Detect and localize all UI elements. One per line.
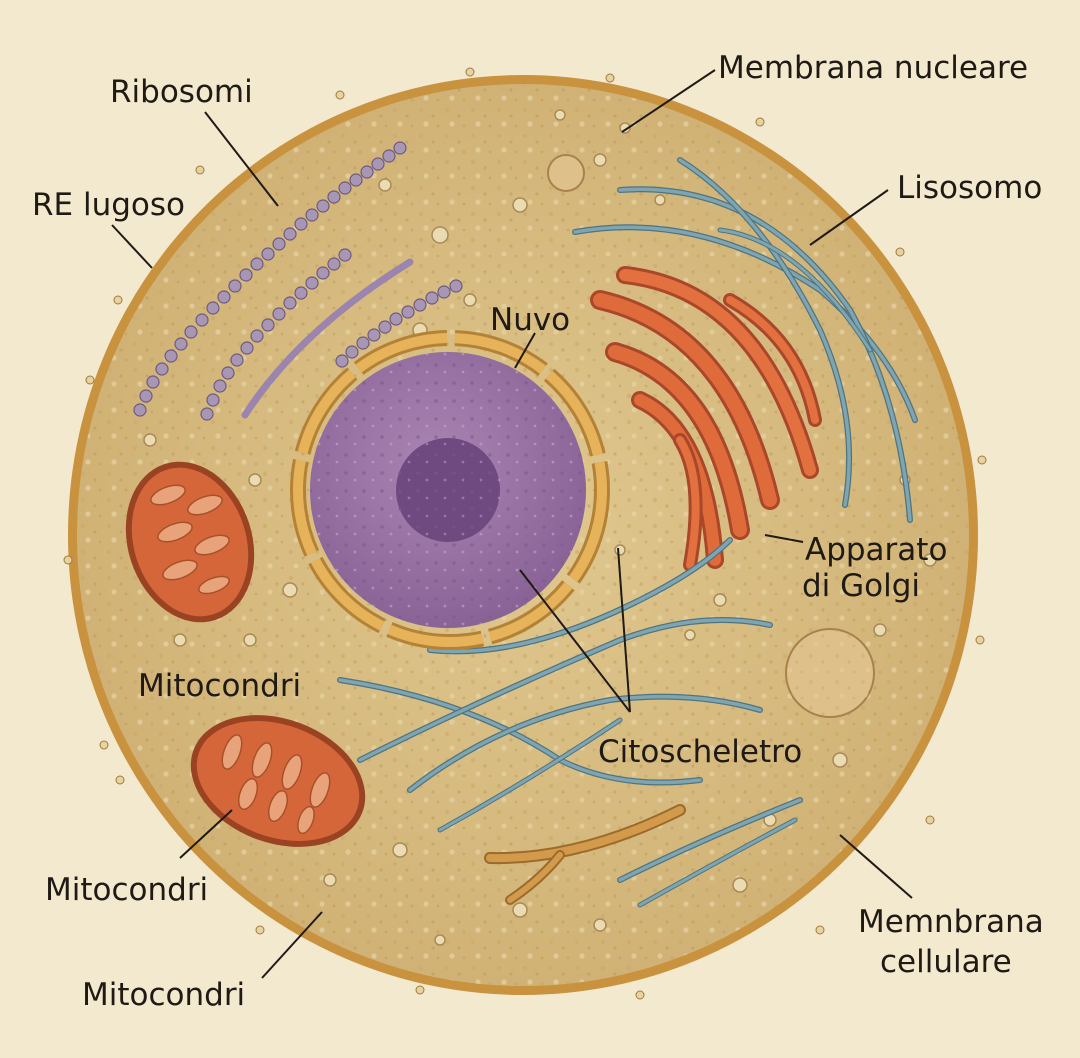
cytoskeleton-lower [337, 537, 803, 908]
label-re-lugoso: RE lugoso [32, 187, 185, 223]
label-citoscheletro: Citoscheletro [598, 734, 802, 770]
labels: Ribosomi RE lugoso Membrana nucleare Lis… [32, 50, 1044, 1013]
label-mitocondri-2: Mitocondri [45, 872, 208, 908]
mitochondrion-upper [125, 461, 255, 623]
label-apparato-line1: Apparato [805, 532, 947, 568]
filament [484, 804, 686, 905]
lysosome [547, 154, 875, 718]
label-apparato-line2: di Golgi [802, 568, 920, 604]
label-ribosomi: Ribosomi [110, 74, 253, 110]
golgi-apparatus [590, 266, 822, 572]
label-mitocondri-1: Mitocondri [138, 668, 301, 704]
label-nuvo: Nuvo [490, 302, 570, 338]
label-membrana-nucleare: Membrana nucleare [718, 50, 1028, 86]
label-mitocondri-3: Mitocondri [82, 977, 245, 1013]
label-membrana-cellulare-line2: cellulare [880, 944, 1012, 980]
membrane-dots [63, 67, 987, 1000]
cytoskeleton-upper [572, 157, 918, 523]
nucleolus [396, 438, 500, 542]
rough-er [133, 141, 463, 421]
label-membrana-cellulare-line1: Memnbrana [858, 904, 1044, 940]
label-lisosomo: Lisosomo [897, 170, 1042, 206]
mitochondrion-lower [190, 715, 366, 847]
vesicles [143, 109, 937, 946]
nucleus [290, 330, 610, 650]
leader-lines [111, 69, 913, 979]
